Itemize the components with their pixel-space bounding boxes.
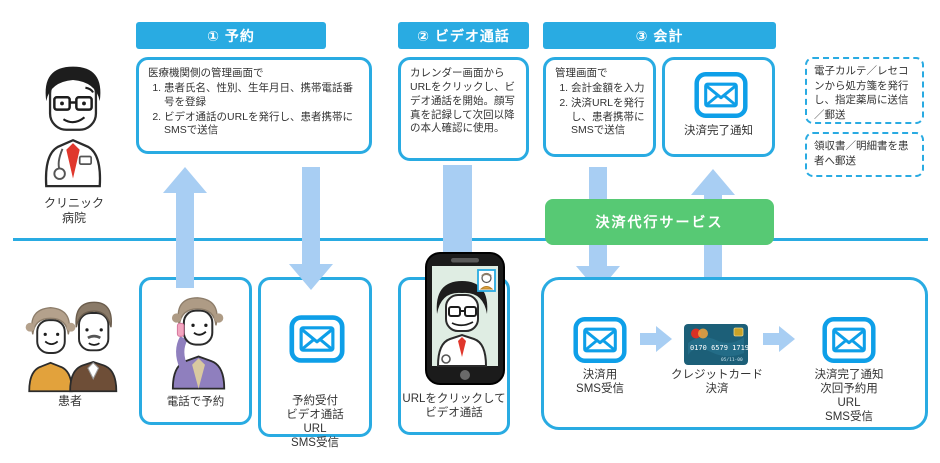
card-number: 0170 6579 1719	[690, 344, 749, 352]
video-call-connector	[443, 165, 472, 261]
reservation-steps: 患者氏名、性別、生年月日、携帯電話番号を登録 ビデオ通話のURLを発行し、患者携…	[148, 82, 362, 138]
phone-reservation-box: 電話で予約	[139, 277, 252, 425]
video-call-action-line1: URLをクリックして	[402, 393, 506, 405]
reservation-sms-label: 予約受付 ビデオ通話 URL SMS受信	[261, 394, 369, 450]
arrow-right-icon	[640, 326, 672, 352]
payment-complete-notification-box: 決済完了通知	[662, 57, 775, 157]
reservation-description-box: 医療機関側の管理画面で 患者氏名、性別、生年月日、携帯電話番号を登録 ビデオ通話…	[136, 57, 372, 154]
video-call-action-label: URLをクリックして ビデオ通話	[401, 392, 507, 420]
arrow-down-reservation-to-sms	[289, 167, 333, 290]
patient-label: 患者	[57, 394, 82, 408]
completion-sms-label: 決済完了通知 次回予約用 URL SMS受信	[799, 368, 899, 424]
envelope-icon	[694, 72, 748, 118]
reservation-sms-line2: ビデオ通話	[286, 409, 344, 421]
card-expiry: 05/11-00	[721, 357, 743, 363]
clinic-label-line1: クリニック	[43, 196, 104, 210]
arrow-right-icon	[763, 326, 795, 352]
card-payment-line2: 決済	[705, 383, 729, 395]
payment-steps: 会計金額を入力 決済URLを発行し、患者携帯にSMSで送信	[555, 82, 646, 138]
phase-header-reservation: ① 予約	[136, 22, 326, 49]
reservation-step-2: ビデオ通話のURLを発行し、患者携帯にSMSで送信	[164, 111, 362, 139]
arrow-up-phone-to-reservation	[163, 167, 207, 288]
reservation-sms-line4: SMS受信	[291, 437, 339, 449]
patient-payment-box: 決済用 SMS受信 0170 6579 1719 05/11-00 クレジットカ…	[541, 277, 928, 430]
payment-complete-notification-label: 決済完了通知	[684, 125, 753, 137]
clinic-label-line2: 病院	[61, 211, 86, 225]
payment-sms-line1: 決済用	[582, 369, 618, 381]
payment-description-box: 管理画面で 会計金額を入力 決済URLを発行し、患者携帯にSMSで送信	[543, 57, 656, 157]
woman-on-phone-illustration	[171, 297, 226, 390]
card-payment-label: クレジットカード 決済	[662, 368, 772, 396]
payment-step-1: 会計金額を入力	[571, 82, 646, 96]
completion-sms-line2: 次回予約用	[820, 383, 878, 395]
payment-sms-line2: SMS受信	[576, 383, 624, 395]
reservation-step-1: 患者氏名、性別、生年月日、携帯電話番号を登録	[164, 82, 362, 110]
video-call-description: カレンダー画面からURLをクリックし、ビデオ通話を開始。顔写真を記録して次回以降…	[410, 67, 516, 135]
reservation-sms-box: 予約受付 ビデオ通話 URL SMS受信	[258, 277, 372, 449]
completion-sms-line3: URL	[837, 397, 861, 409]
video-call-action-line2: ビデオ通話	[425, 407, 483, 419]
video-call-description-box: カレンダー画面からURLをクリックし、ビデオ通話を開始。顔写真を記録して次回以降…	[398, 57, 529, 161]
prescription-note-box: 電子カルテ／レセコンから処方箋を発行し、指定薬局に送信／郵送	[805, 57, 924, 124]
phase-header-payment: ③ 会計	[543, 22, 776, 49]
smartphone-illustration	[425, 252, 505, 385]
payment-sms-label: 決済用 SMS受信	[550, 368, 650, 396]
reservation-sms-line1: 予約受付	[292, 395, 338, 407]
credit-card-icon: 0170 6579 1719 05/11-00	[684, 324, 749, 365]
elderly-couple-illustration	[25, 301, 118, 393]
envelope-icon	[822, 317, 876, 363]
payment-agency-service-bar: 決済代行サービス	[545, 199, 774, 245]
reservation-sms-line3: URL	[303, 423, 327, 435]
completion-sms-line4: SMS受信	[825, 411, 873, 423]
receipt-note-box: 領収書／明細書を患者へ郵送	[805, 132, 924, 177]
completion-sms-line1: 決済完了通知	[814, 369, 884, 381]
reservation-intro: 医療機関側の管理画面で	[148, 67, 264, 79]
envelope-icon	[573, 317, 627, 363]
payment-step-2: 決済URLを発行し、患者携帯にSMSで送信	[571, 97, 646, 139]
card-payment-line1: クレジットカード	[671, 369, 763, 381]
phase-header-video-call: ② ビデオ通話	[398, 22, 529, 49]
doctor-illustration	[44, 66, 102, 188]
envelope-icon	[289, 315, 345, 363]
phone-reservation-label: 電話で予約	[166, 396, 225, 408]
payment-intro: 管理画面で	[555, 67, 608, 79]
